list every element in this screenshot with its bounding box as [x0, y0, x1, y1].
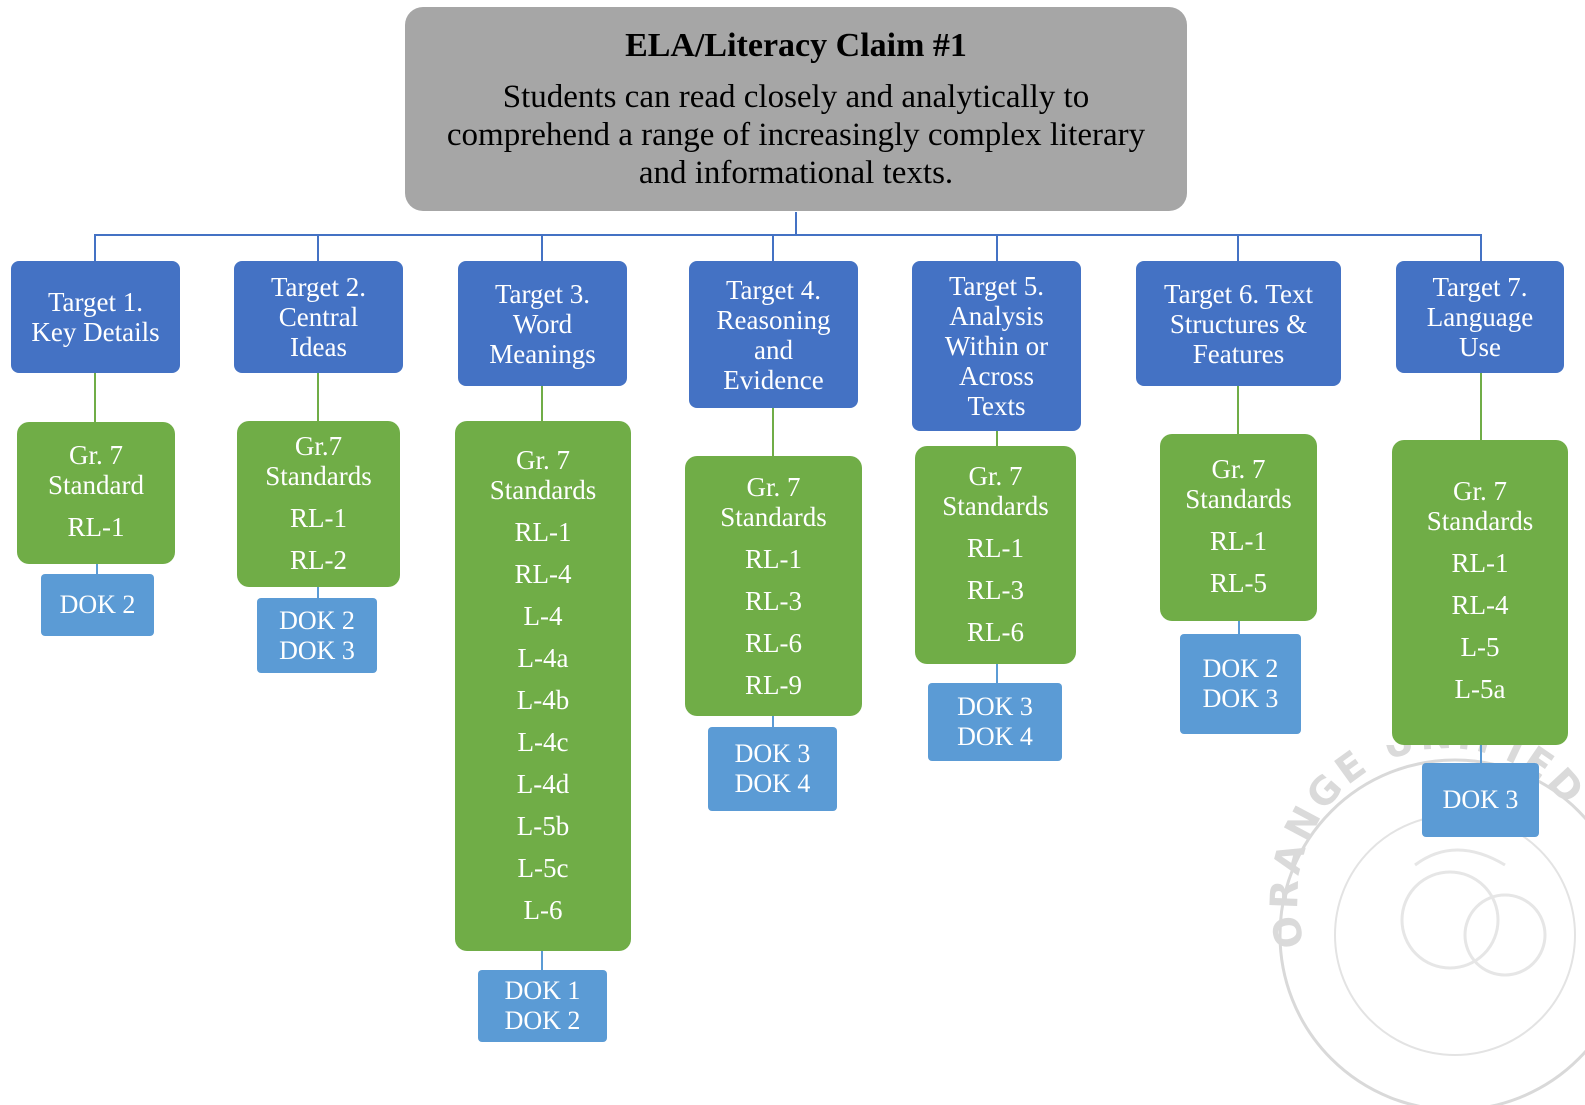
target-6-standards: Gr. 7 Standards RL-1 RL-5	[1160, 434, 1317, 621]
target-1-label: Target 1. Key Details	[31, 287, 160, 347]
standard-item: RL-1	[67, 512, 125, 542]
standards-heading: Gr.7 Standards	[265, 431, 372, 491]
claim-title: ELA/Literacy Claim #1	[625, 27, 967, 64]
dok-label: DOK 3 DOK 4	[734, 739, 811, 798]
standard-item: L-5c	[517, 853, 569, 883]
drop-line-5	[996, 234, 998, 262]
drop-line-6	[1237, 234, 1239, 262]
target-6-box: Target 6. Text Structures & Features	[1136, 261, 1341, 386]
standard-item: RL-1	[514, 517, 572, 547]
standard-item: RL-1	[745, 544, 802, 574]
standard-item: RL-1	[1451, 548, 1509, 578]
dok-label: DOK 2	[59, 590, 136, 619]
standards-dok-line-6	[1238, 621, 1240, 635]
standard-item: RL-1	[967, 533, 1024, 563]
target-4-box: Target 4. Reasoning and Evidence	[689, 261, 858, 408]
target-1-standards: Gr. 7 Standard RL-1	[17, 422, 175, 564]
target-7-standards: Gr. 7 Standards RL-1 RL-4 L-5 L-5a	[1392, 440, 1568, 745]
standards-heading: Gr. 7 Standards	[1426, 476, 1534, 536]
standards-dok-line-3	[541, 950, 543, 970]
standards-heading: Gr. 7 Standards	[720, 472, 827, 532]
standard-item: L-5	[1460, 632, 1500, 662]
standards-dok-line-5	[996, 664, 998, 684]
standard-item: L-4	[523, 601, 563, 631]
standard-item: RL-3	[745, 586, 802, 616]
target-3-label: Target 3. Word Meanings	[489, 278, 596, 369]
standard-item: RL-1	[290, 503, 347, 533]
claim-box: ELA/Literacy Claim #1 Students can read …	[405, 7, 1187, 211]
standards-dok-line-4	[772, 716, 774, 728]
target-1-dok: DOK 2	[41, 574, 154, 636]
dok-label: DOK 1 DOK 2	[504, 976, 581, 1035]
target-2-standards: Gr.7 Standards RL-1 RL-2	[237, 421, 400, 587]
target-2-label: Target 2. Central Ideas	[270, 272, 367, 362]
standard-item: RL-9	[745, 670, 802, 700]
target-standards-line-1	[94, 373, 96, 423]
standard-item: L-5a	[1454, 674, 1506, 704]
target-7-label: Target 7. Language Use	[1426, 272, 1534, 362]
standard-item: RL-3	[967, 575, 1024, 605]
target-1-box: Target 1. Key Details	[11, 261, 180, 373]
standard-item: L-4b	[516, 685, 570, 715]
drop-line-2	[317, 234, 319, 262]
standards-dok-line-7	[1480, 745, 1482, 763]
standard-item: RL-6	[745, 628, 802, 658]
target-5-box: Target 5. Analysis Within or Across Text…	[912, 261, 1081, 431]
dok-label: DOK 2 DOK 3	[279, 605, 355, 665]
standard-item: RL-5	[1210, 568, 1267, 598]
target-6-label: Target 6. Text Structures & Features	[1164, 278, 1313, 369]
horizontal-connector	[95, 234, 1482, 236]
target-2-box: Target 2. Central Ideas	[234, 261, 403, 373]
target-5-dok: DOK 3 DOK 4	[928, 683, 1062, 761]
standard-item: L-4a	[517, 643, 569, 673]
claim-text: Students can read closely and analytical…	[446, 79, 1146, 191]
standards-heading: Gr. 7 Standards	[942, 461, 1049, 521]
trunk-line	[795, 212, 797, 236]
standard-item: RL-4	[1451, 590, 1509, 620]
standards-heading: Gr. 7 Standards	[489, 445, 597, 505]
standard-item: L-4d	[516, 769, 570, 799]
standard-item: L-6	[523, 895, 563, 925]
drop-line-7	[1480, 234, 1482, 262]
drop-line-4	[772, 234, 774, 262]
standard-item: RL-2	[290, 545, 347, 575]
target-5-label: Target 5. Analysis Within or Across Text…	[944, 271, 1049, 421]
target-standards-line-7	[1480, 373, 1482, 440]
target-5-standards: Gr. 7 Standards RL-1 RL-3 RL-6	[915, 446, 1076, 664]
target-4-dok: DOK 3 DOK 4	[708, 727, 837, 811]
dok-label: DOK 3 DOK 4	[957, 692, 1033, 751]
target-3-standards: Gr. 7 Standards RL-1 RL-4 L-4 L-4a L-4b …	[455, 421, 631, 951]
target-3-box: Target 3. Word Meanings	[458, 261, 627, 386]
target-6-dok: DOK 2 DOK 3	[1180, 634, 1301, 734]
target-standards-line-3	[541, 386, 543, 422]
target-7-dok: DOK 3	[1422, 763, 1539, 837]
standard-item: L-4c	[517, 727, 569, 757]
target-4-label: Target 4. Reasoning and Evidence	[716, 274, 831, 395]
target-7-box: Target 7. Language Use	[1396, 261, 1564, 373]
dok-label: DOK 2 DOK 3	[1202, 654, 1279, 713]
target-standards-line-2	[317, 373, 319, 421]
standards-dok-line-1	[96, 563, 98, 575]
standards-heading: Gr. 7 Standard	[48, 440, 144, 500]
drop-line-1	[94, 234, 96, 262]
standard-item: RL-4	[514, 559, 572, 589]
target-2-dok: DOK 2 DOK 3	[257, 598, 377, 673]
standard-item: RL-1	[1210, 526, 1267, 556]
standards-heading: Gr. 7 Standards	[1185, 454, 1292, 514]
target-standards-line-5	[996, 431, 998, 447]
target-standards-line-4	[772, 408, 774, 457]
standards-dok-line-2	[317, 587, 319, 599]
drop-line-3	[541, 234, 543, 262]
standard-item: RL-6	[967, 617, 1024, 647]
dok-label: DOK 3	[1442, 785, 1519, 814]
target-standards-line-6	[1237, 386, 1239, 435]
target-4-standards: Gr. 7 Standards RL-1 RL-3 RL-6 RL-9	[685, 456, 862, 716]
target-3-dok: DOK 1 DOK 2	[478, 970, 607, 1042]
standard-item: L-5b	[516, 811, 570, 841]
